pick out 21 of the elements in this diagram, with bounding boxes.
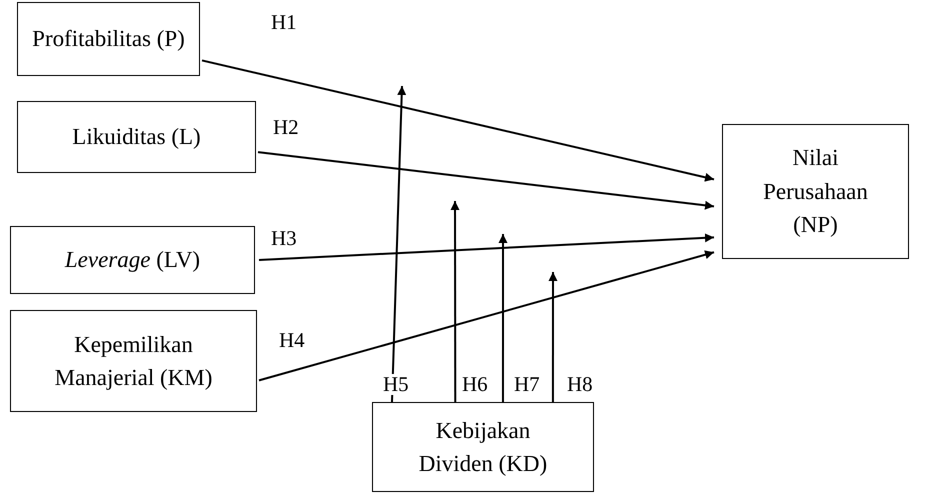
variable-box [10, 226, 255, 294]
variable-name: Nilai Perusahaan (NP) [762, 144, 869, 240]
variable-name: Kepemilikan Manajerial (KM) [54, 330, 214, 392]
arrow [450, 201, 460, 402]
arrow [548, 272, 558, 402]
variable-name: Kebijakan Dividen (KD) [418, 416, 548, 478]
variable-box [722, 124, 909, 259]
arrow [390, 86, 406, 402]
arrow [202, 59, 714, 182]
variable-name: Leverage (LV) [64, 246, 200, 274]
variable-box [17, 2, 200, 76]
arrow [258, 233, 714, 261]
variable-box [10, 310, 257, 412]
arrow [258, 250, 714, 382]
arrow [258, 151, 714, 210]
arrow [498, 234, 508, 402]
variable-name: Likuiditas (L) [72, 123, 201, 152]
variable-name: Profitabilitas (P) [32, 25, 185, 54]
hypothesis-label: H5 [382, 374, 410, 395]
variable-box [17, 101, 256, 173]
variable-box [372, 402, 594, 492]
